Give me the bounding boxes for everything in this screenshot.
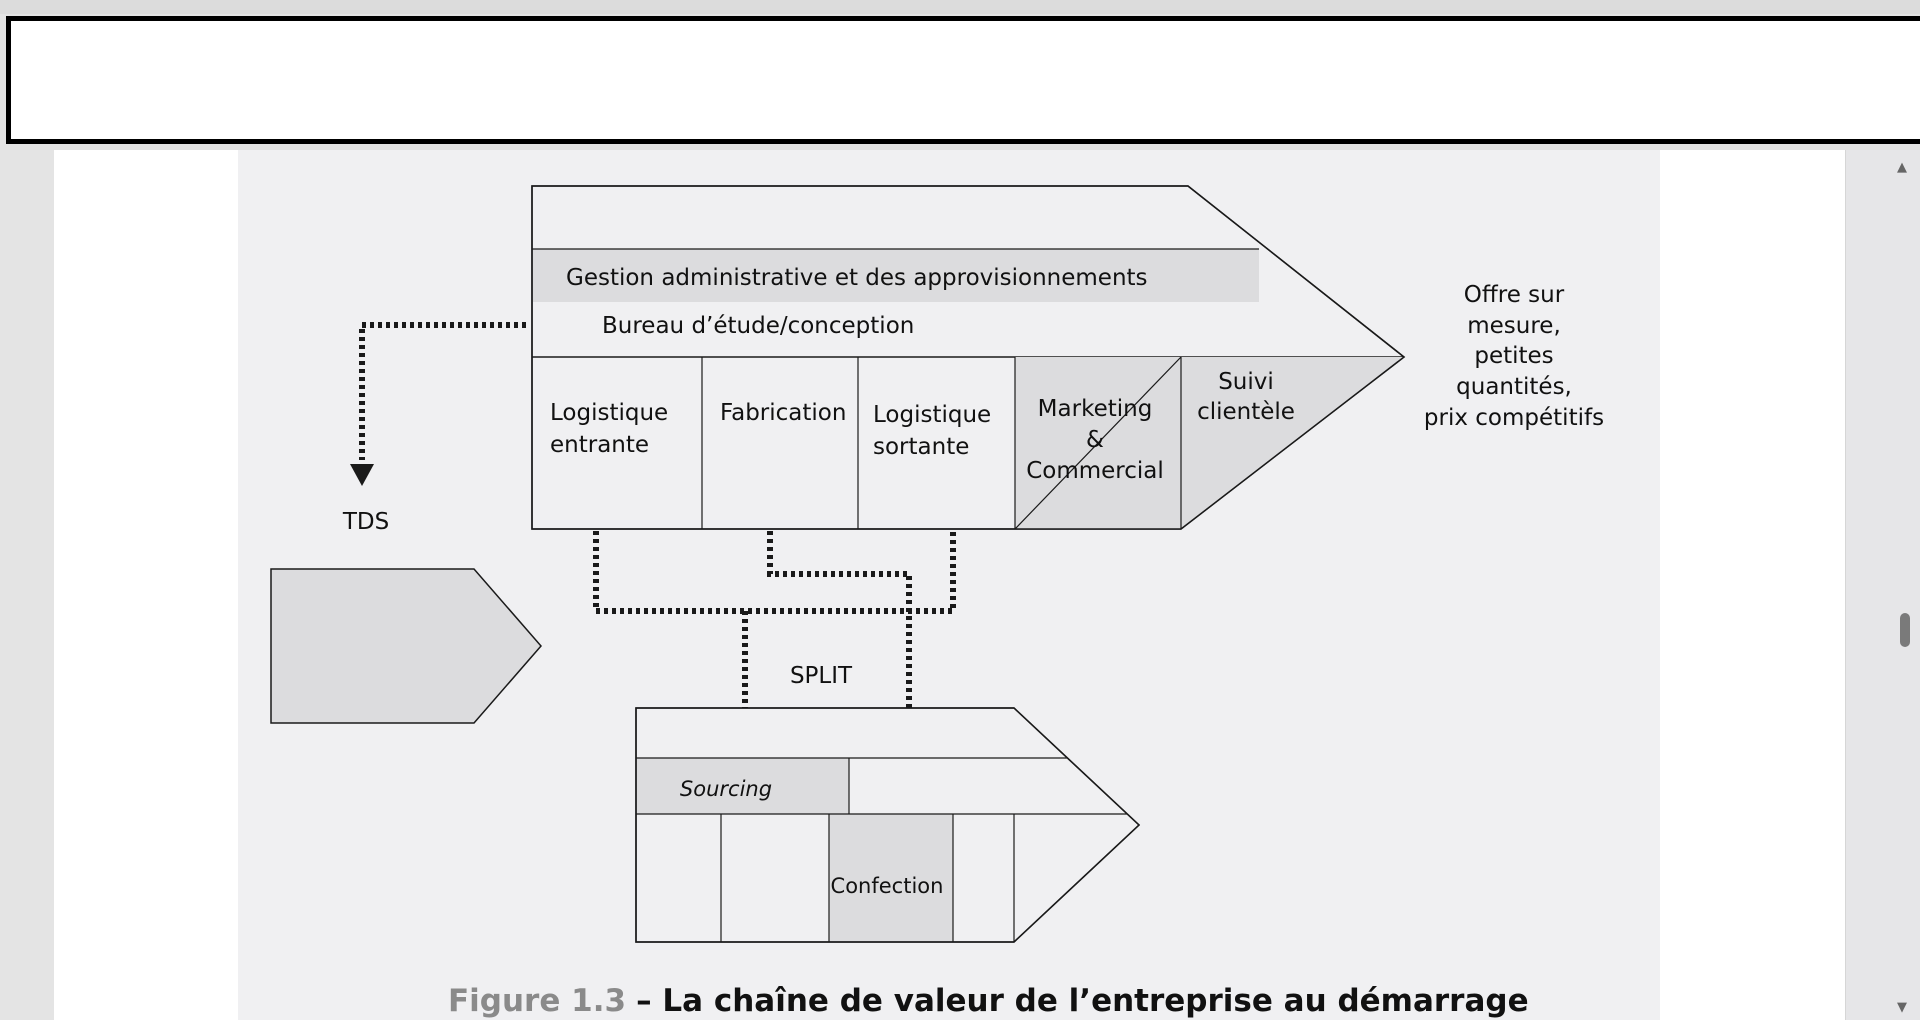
figure-title: – La chaîne de valeur de l’entreprise au… — [636, 983, 1529, 1019]
activity-label-marketing-3: Commercial — [1026, 458, 1164, 484]
offer-line-3: petites — [1474, 343, 1553, 369]
offer-text: Offre sur mesure, petites quantités, pri… — [1424, 282, 1604, 431]
activity-label-marketing-2: & — [1086, 427, 1104, 453]
support-label-admin: Gestion administrative et des approvisio… — [566, 265, 1148, 291]
activity-label-outbound-1: Logistique — [873, 402, 991, 428]
support-row-admin — [533, 249, 1259, 302]
activity-label-inbound-2: entrante — [550, 432, 649, 458]
scrollbar-thumb[interactable] — [1900, 613, 1910, 647]
activity-label-suivi-2: clientèle — [1197, 399, 1295, 425]
scroll-up-arrow-icon[interactable]: ▲ — [1897, 160, 1907, 175]
activity-label-outbound-2: sortante — [873, 434, 969, 460]
tds-dotted-connector — [359, 322, 526, 460]
activity-label-suivi-1: Suivi — [1218, 369, 1274, 395]
figure-caption: Figure 1.3– La chaîne de valeur de l’ent… — [448, 983, 1529, 1019]
tds-arrowhead — [350, 464, 374, 486]
scroll-down-arrow-icon[interactable]: ▼ — [1897, 1000, 1907, 1015]
main-value-chain: Gestion administrative et des approvisio… — [531, 185, 1406, 530]
figure-number: Figure 1.3 — [448, 983, 627, 1019]
offer-line-1: Offre sur — [1464, 282, 1565, 308]
marketing-diagonal — [1014, 356, 1182, 530]
offer-line-2: mesure, — [1467, 313, 1561, 339]
toolbar-area — [6, 16, 1920, 144]
sub-value-chain: Sourcing Confection — [635, 707, 1141, 943]
confection-label: Confection — [831, 874, 944, 898]
activity-label-marketing-1: Marketing — [1038, 396, 1153, 422]
sourcing-label: Sourcing — [680, 777, 772, 801]
document-margin — [8, 150, 54, 1020]
confection-cell — [829, 814, 953, 941]
vertical-scrollbar[interactable] — [1845, 150, 1920, 1020]
tds-label: TDS — [342, 509, 389, 535]
tds-chain-shape — [270, 568, 542, 724]
support-label-design: Bureau d’étude/conception — [602, 313, 914, 339]
sourcing-cell — [637, 758, 849, 814]
activity-label-fabrication: Fabrication — [720, 400, 846, 426]
window-top-strip — [0, 0, 1920, 14]
offer-line-5: prix compétitifs — [1424, 405, 1604, 431]
activity-label-inbound-1: Logistique — [550, 400, 668, 426]
split-label: SPLIT — [790, 663, 853, 689]
offer-line-4: quantités, — [1456, 374, 1572, 400]
